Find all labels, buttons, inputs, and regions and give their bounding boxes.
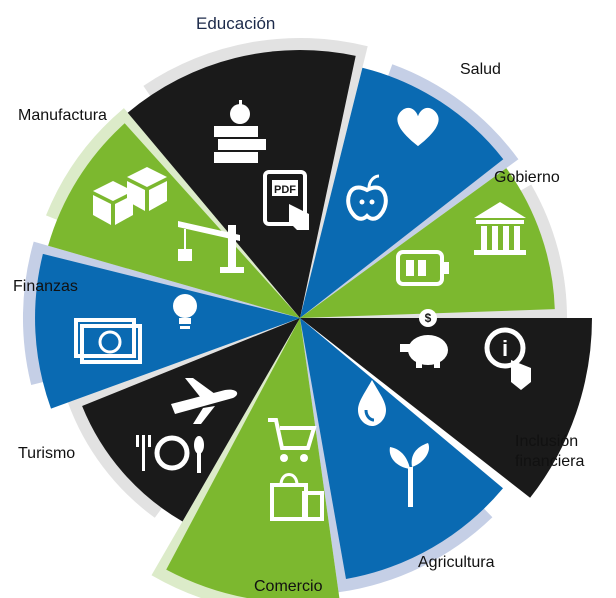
shopping-bags-icon	[270, 473, 324, 521]
pdf-tablet-icon: PDF	[263, 170, 309, 230]
piggy-bank-icon: $	[400, 309, 448, 368]
info-touch-icon: i	[484, 327, 531, 390]
battery-icon	[396, 250, 449, 286]
shopping-cart-icon	[268, 418, 317, 462]
wheel: PDF $ i	[22, 37, 592, 598]
sector-wedge	[300, 168, 555, 318]
airplane-icon	[171, 378, 238, 424]
sprout-icon	[389, 443, 430, 507]
label-manufactura: Manufactura	[18, 107, 107, 124]
label-turismo: Turismo	[18, 445, 76, 462]
apple-icon	[346, 174, 388, 221]
sector-wedge	[166, 318, 340, 598]
government-building-icon	[474, 202, 526, 255]
svg-text:PDF: PDF	[274, 184, 296, 196]
label-agricultura: Agricultura	[418, 554, 495, 571]
label-comercio: Comercio	[254, 578, 323, 595]
svg-text:i: i	[502, 336, 508, 361]
sector-wedge	[300, 67, 504, 318]
label-salud: Salud	[460, 61, 501, 78]
label-gobierno: Gobierno	[494, 169, 560, 186]
sector-wedge	[35, 253, 300, 409]
boxes-icon	[93, 167, 167, 225]
sector-wedge	[127, 50, 356, 318]
sector-wedge	[82, 318, 300, 522]
label-inclusion-2: financiera	[515, 453, 585, 470]
banknote-icon	[74, 318, 142, 364]
label-inclusion-1: Inclusión	[515, 433, 579, 450]
sector-wedge	[300, 318, 503, 579]
dining-icon	[136, 435, 204, 473]
water-drop-icon	[358, 380, 386, 426]
crane-icon	[178, 221, 244, 273]
label-educacion: Educación	[196, 14, 276, 33]
label-finanzas: Finanzas	[13, 278, 78, 295]
svg-text:$: $	[425, 311, 432, 325]
lightbulb-icon	[173, 294, 197, 329]
apple-books-icon	[214, 100, 266, 163]
